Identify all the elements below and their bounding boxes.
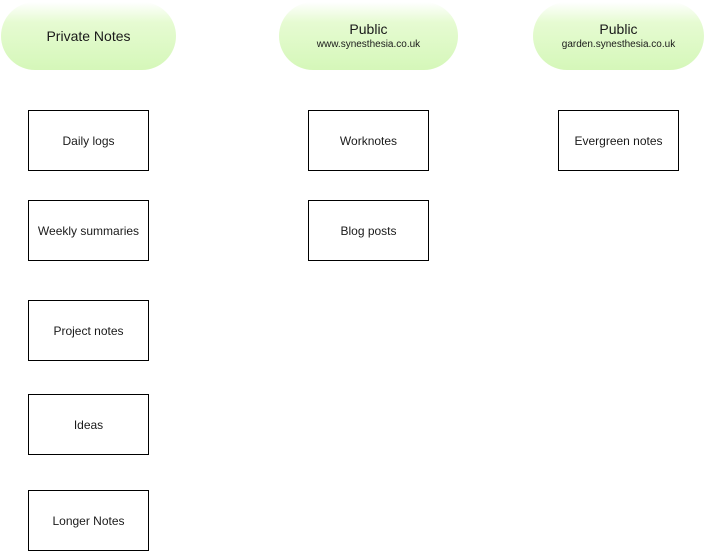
- note-label: Ideas: [73, 417, 104, 432]
- note-label: Project notes: [53, 323, 124, 338]
- public-www-title: Public: [349, 21, 388, 37]
- public-www-url: www.synesthesia.co.uk: [316, 39, 421, 50]
- public-garden-title: Public: [599, 21, 638, 37]
- public-garden-header: Public garden.synesthesia.co.uk: [533, 2, 704, 70]
- note-label: Longer Notes: [52, 513, 125, 528]
- note-label: Daily logs: [62, 133, 115, 148]
- private-notes-header: Private Notes: [1, 2, 176, 70]
- public-www-header: Public www.synesthesia.co.uk: [279, 2, 458, 70]
- note-worknotes[interactable]: Worknotes: [308, 110, 429, 171]
- private-notes-title: Private Notes: [46, 28, 131, 44]
- note-evergreen-notes[interactable]: Evergreen notes: [558, 110, 679, 171]
- note-blog-posts[interactable]: Blog posts: [308, 200, 429, 261]
- note-longer-notes[interactable]: Longer Notes: [28, 490, 149, 551]
- note-project-notes[interactable]: Project notes: [28, 300, 149, 361]
- note-label: Weekly summaries: [37, 223, 140, 238]
- note-daily-logs[interactable]: Daily logs: [28, 110, 149, 171]
- note-weekly-summaries[interactable]: Weekly summaries: [28, 200, 149, 261]
- note-label: Worknotes: [339, 133, 398, 148]
- note-label: Blog posts: [340, 223, 397, 238]
- public-garden-url: garden.synesthesia.co.uk: [561, 39, 676, 50]
- note-label: Evergreen notes: [574, 133, 663, 148]
- note-ideas[interactable]: Ideas: [28, 394, 149, 455]
